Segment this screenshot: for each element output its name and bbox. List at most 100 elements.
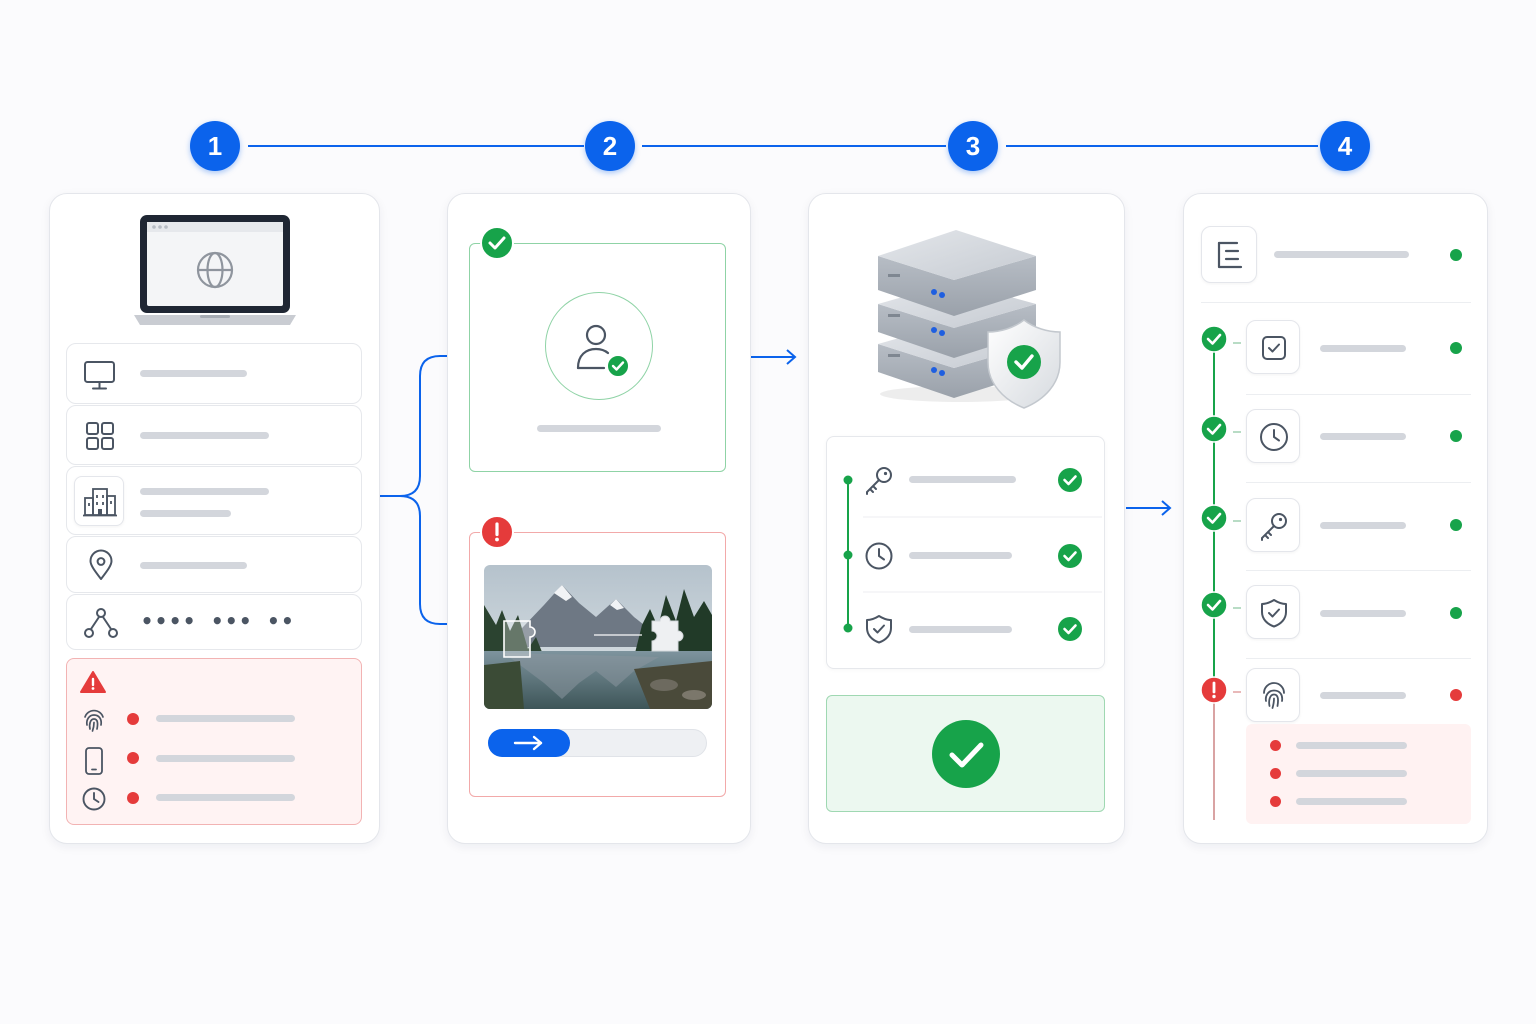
placeholder-bar [1320,522,1406,529]
building-tile [74,476,124,526]
checks-list [826,436,1105,669]
success-dot [1450,519,1462,531]
masked-value: •••• ••• •• [141,609,296,633]
divider [1201,302,1471,303]
check-circle-icon [1200,591,1228,619]
list-item-grid [66,405,362,465]
placeholder-bar [140,370,247,377]
placeholder-bar [1320,610,1406,617]
server-shield-icon [878,230,1061,409]
divider [1246,394,1471,395]
connector-tick [1233,607,1241,609]
check-circle-icon [1200,504,1228,532]
placeholder-bar [909,476,1016,483]
building-icon [83,488,117,517]
error-badge-icon [1200,676,1228,704]
slider-handle[interactable] [488,729,570,757]
laptop-globe-icon [134,215,296,325]
placeholder-bar [156,794,295,801]
success-dot [1450,430,1462,442]
placeholder-bar [156,715,295,722]
placeholder-bar [140,510,231,517]
placeholder-bar [1296,798,1407,805]
warning-icon [80,671,106,693]
check-circle-icon [1058,617,1082,641]
key-tile [1246,498,1300,552]
danger-dot [127,792,139,804]
arrow-right-icon [513,735,543,751]
success-dot [1450,342,1462,354]
identity-card [469,243,726,472]
danger-dot [1270,796,1281,807]
network-icon [84,608,118,638]
slider-track[interactable] [488,729,707,757]
placeholder-bar [140,432,269,439]
placeholder-bar [1274,251,1409,258]
grid-icon [86,422,114,450]
risk-alert-box [66,658,362,825]
danger-dot [1270,768,1281,779]
divider [1246,570,1471,571]
placeholder-bar [537,425,661,432]
document-tile [1201,226,1257,283]
placeholder-bar [1320,433,1406,440]
check-circle-icon [1058,468,1082,492]
shield-tile [1246,585,1300,639]
document-icon [1217,241,1243,269]
placeholder-bar [140,562,247,569]
check-circle-icon [1200,415,1228,443]
fingerprint-tile [1246,668,1300,722]
placeholder-bar [1320,345,1406,352]
divider [1246,482,1471,483]
monitor-icon [84,361,115,390]
list-item-building [66,466,362,535]
danger-dot [127,752,139,764]
fingerprint-icon [1263,682,1285,709]
placeholder-bar [1320,692,1406,699]
divider [1246,658,1471,659]
clock-icon [1260,423,1288,451]
checkbox-tile [1246,320,1300,374]
danger-dot [127,713,139,725]
verification-result [826,695,1105,812]
clock-tile [1246,409,1300,463]
key-icon [866,467,892,495]
location-pin-icon [89,549,113,580]
success-dot [1450,607,1462,619]
success-badge-icon [480,226,514,260]
checks-timeline [843,475,1102,633]
connector-tick [1233,431,1241,433]
placeholder-bar [909,552,1012,559]
audit-timeline [1213,340,1215,820]
step-1-badge: 1 [190,121,240,171]
list-item-network: •••• ••• •• [66,594,362,650]
placeholder-bar [140,488,269,495]
placeholder-bar [1296,742,1407,749]
shield-icon [866,615,892,644]
placeholder-bar [1296,770,1407,777]
step-4-badge: 4 [1320,121,1370,171]
avatar-ring [545,292,653,400]
mountain-lake-puzzle [484,565,712,709]
check-circle-icon [1058,544,1082,568]
clock-icon [82,787,106,811]
connector-tick [1233,520,1241,522]
phone-icon [85,747,103,775]
step-3-badge: 3 [948,121,998,171]
placeholder-bar [156,755,295,762]
connector-tick [1233,691,1241,693]
error-details-box [1246,724,1471,824]
danger-dot [1270,740,1281,751]
fingerprint-icon [84,709,104,732]
success-dot [1450,249,1462,261]
connector-tick [1233,342,1241,344]
shield-icon [1261,599,1287,628]
danger-dot [1450,689,1462,701]
check-circle-icon [932,720,1000,788]
placeholder-bar [909,626,1012,633]
key-icon [1261,513,1287,541]
check-circle-icon [1200,325,1228,353]
user-check-icon [576,324,630,378]
